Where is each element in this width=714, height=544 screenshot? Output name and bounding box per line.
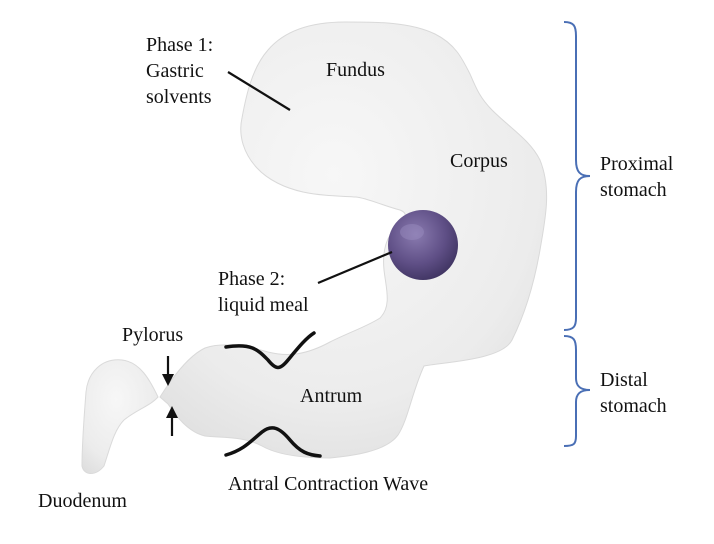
- antral-wave-top: [224, 331, 316, 370]
- phase1-line3: solvents: [146, 86, 212, 108]
- distal-line1: Distal: [600, 369, 648, 391]
- distal-stomach-label: Distal stomach: [600, 367, 667, 419]
- sphere-highlight: [400, 224, 424, 240]
- duodenum-label: Duodenum: [38, 490, 127, 512]
- antral-wave-label: Antral Contraction Wave: [228, 473, 429, 495]
- pylorus-label: Pylorus: [122, 324, 184, 346]
- pylorus-arrow-up: [166, 406, 178, 436]
- phase1-label: Phase 1: Gastric solvents: [146, 32, 213, 110]
- proximal-line1: Proximal: [600, 153, 674, 175]
- phase2-leader-line: [317, 250, 393, 285]
- antrum-label: Antrum: [300, 385, 363, 407]
- distal-line2: stomach: [600, 395, 667, 417]
- phase2-label: Phase 2: liquid meal: [218, 266, 309, 318]
- phase1-leader-line: [227, 71, 291, 111]
- fundus-label: Fundus: [326, 59, 385, 81]
- distal-bracket: [563, 335, 591, 447]
- phase2-title: Phase 2:: [218, 268, 286, 290]
- phase2-line2: liquid meal: [218, 294, 309, 316]
- duodenum-shape: [81, 359, 159, 474]
- proximal-line2: stomach: [600, 179, 667, 201]
- corpus-label: Corpus: [450, 150, 508, 172]
- proximal-bracket: [563, 21, 591, 331]
- liquid-meal-sphere: [388, 210, 458, 280]
- proximal-stomach-label: Proximal stomach: [600, 151, 673, 203]
- phase1-title: Phase 1:: [146, 34, 214, 56]
- pylorus-arrow-down: [162, 356, 174, 386]
- phase1-line2: Gastric: [146, 60, 204, 82]
- antral-wave-bottom: [224, 426, 322, 458]
